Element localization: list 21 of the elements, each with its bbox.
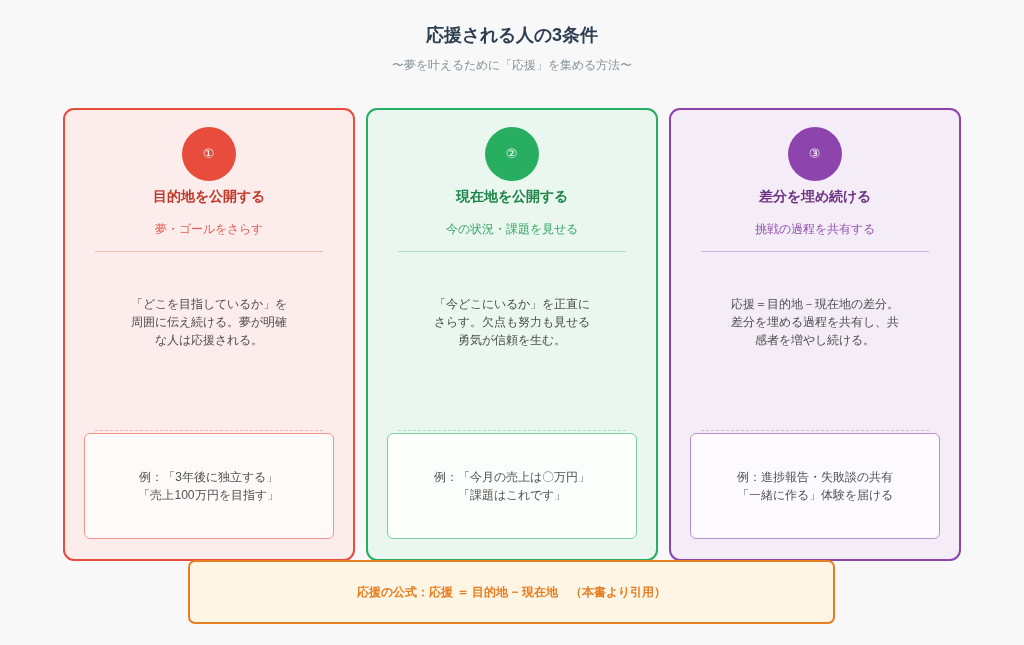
- card-subtitle: 挑戦の過程を共有する: [754, 220, 875, 237]
- title: 応援される人の3条件: [426, 24, 598, 47]
- number-circle: ③: [787, 126, 842, 181]
- card-subtitle: 今の状況・課題を見せる: [445, 220, 578, 237]
- formula-box: 応援の公式：応援 ＝ 目的地 − 現在地 （本書より引用）: [188, 560, 835, 624]
- example-box: 例：「3年後に独立する」「売上100万円を目指す」: [83, 432, 334, 539]
- subtitle: 〜夢を叶えるために「応援」を集める方法〜: [392, 56, 632, 74]
- card-panel: [63, 108, 355, 561]
- body-text: 「どこを目指しているか」を周囲に伝え続ける。夢が明確な人は応援される。: [129, 295, 288, 349]
- example-box: 例：進捗報告・失敗談の共有「一緒に作る」体験を届ける: [689, 432, 940, 539]
- card-subtitle: 夢・ゴールをさらす: [154, 220, 263, 237]
- example-box: 例：「今月の売上は〇万円」「課題はこれです」: [386, 432, 637, 539]
- card-panel: [366, 108, 658, 561]
- body-text: 「今どこにいるか」を正直にさらす。欠点も努力も見せる勇気が信頼を生む。: [432, 295, 591, 349]
- number-circle: ②: [484, 126, 539, 181]
- card-heading: 差分を埋め続ける: [758, 187, 871, 206]
- card-heading: 目的地を公開する: [152, 187, 265, 206]
- number-circle: ①: [181, 126, 236, 181]
- card-heading: 現在地を公開する: [455, 187, 568, 206]
- card-panel: [669, 108, 961, 561]
- body-text: 応援＝目的地－現在地の差分。差分を埋める過程を共有し、共感者を増やし続ける。: [729, 295, 900, 349]
